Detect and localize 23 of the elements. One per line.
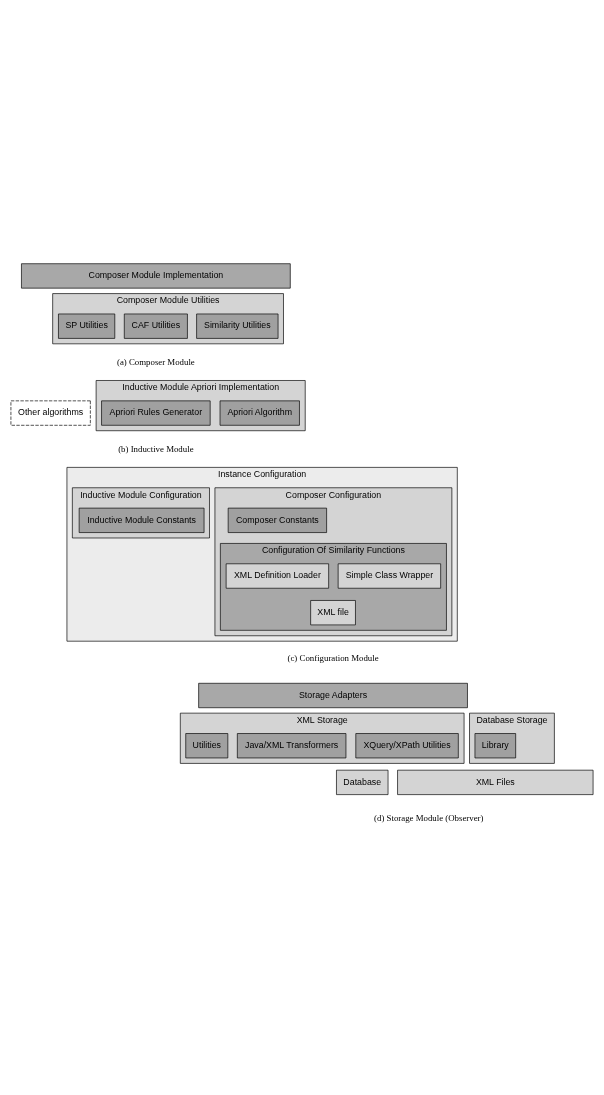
label: (a) Composer Module <box>116 357 195 368</box>
node-box: SP Utilities <box>58 313 116 339</box>
label: (b) Inductive Module <box>118 444 194 455</box>
label: (c) Configuration Module <box>287 653 379 664</box>
label: (d) Storage Module (Observer) <box>374 813 484 824</box>
node-box: Composer Module Implementation <box>21 263 291 289</box>
node-box: Simple Class Wrapper <box>337 563 441 589</box>
node-box: XML file <box>310 600 356 626</box>
node-box: Database <box>336 769 389 795</box>
node-box: Apriori Rules Generator <box>101 400 211 426</box>
node-box: Java/XML Transformers <box>237 733 347 759</box>
node-box: Library <box>474 733 517 759</box>
node-box: Utilities <box>185 733 229 759</box>
node-box: Composer Constants <box>227 507 327 533</box>
node-box: Other algorithms <box>10 400 91 426</box>
node-box: Similarity Utilities <box>196 313 279 339</box>
node-box: CAF Utilities <box>123 313 188 339</box>
node-box: XML Definition Loader <box>225 563 329 589</box>
node-box: XQuery/XPath Utilities <box>355 733 459 759</box>
node-box: XML Files <box>397 769 594 795</box>
node-box: Inductive Module Constants <box>78 507 205 533</box>
node-box: Storage Adapters <box>198 682 468 709</box>
node-box: Apriori Algorithm <box>219 400 300 426</box>
